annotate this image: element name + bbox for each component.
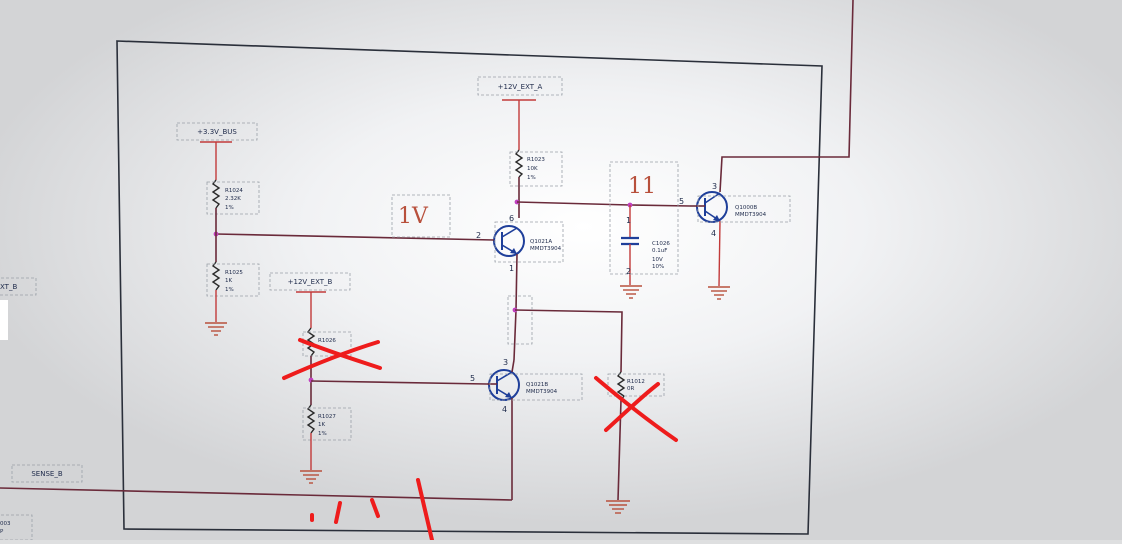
r1024-tol: 1% xyxy=(225,205,234,211)
sheet-frame xyxy=(116,40,823,535)
v12b-label-box xyxy=(269,272,351,291)
r1023-tol: 1% xyxy=(527,175,536,181)
q1021b-collector-leg xyxy=(496,371,513,382)
r1012-resistor xyxy=(616,371,626,401)
q1000b-emitter-wire xyxy=(718,220,721,287)
v33-label-box xyxy=(176,122,258,141)
q1021a-transistor xyxy=(493,225,525,257)
left-net-box xyxy=(0,277,37,296)
c1026-voltage: 10V xyxy=(652,257,663,263)
q1000b-pin-emitter: 4 xyxy=(711,229,716,238)
voltage-annotation-1v: 1V xyxy=(398,204,429,229)
v33-label: +3.3V_BUS xyxy=(197,128,237,136)
r1025-resistor xyxy=(211,261,221,291)
r1023-value: 10K xyxy=(527,166,538,172)
v12b-label: +12V_EXT_B xyxy=(288,278,333,286)
corner-net-2: P xyxy=(0,529,4,535)
q1000b-collector-leg xyxy=(704,192,721,204)
r1026-ref: R1026 xyxy=(318,338,336,344)
r1027-ref: R1027 xyxy=(318,414,336,420)
r1012-box xyxy=(607,373,665,397)
q1021a-arrow xyxy=(510,248,517,254)
q1021b-pin-collector: 3 xyxy=(503,358,508,367)
r1026-box xyxy=(302,331,352,357)
sense-wire xyxy=(0,487,513,501)
ground-symbol xyxy=(708,286,730,300)
q1000b-box xyxy=(697,195,791,223)
r1012-ref: R1012 xyxy=(627,379,645,385)
q1021b-part: MMDT3904 xyxy=(526,389,558,395)
q1021a-collector-leg xyxy=(501,227,518,238)
sense-label: SENSE_B xyxy=(31,470,62,478)
c1026-pin-1: 1 xyxy=(626,216,631,225)
q1021a-ref: Q1021A xyxy=(530,239,552,245)
c1026-ref: C1026 xyxy=(652,241,670,247)
r1024-box xyxy=(206,181,260,215)
q1021a-box xyxy=(494,221,564,263)
ground-symbol xyxy=(300,470,322,484)
r1025-tol: 1% xyxy=(225,287,234,293)
corner-net-1: 003 xyxy=(0,521,11,527)
r1024-resistor xyxy=(211,179,221,209)
r1012-feed-wire xyxy=(514,309,623,373)
q1021-link-box xyxy=(507,295,533,345)
ground-symbol xyxy=(606,500,630,514)
q1000b-part: MMDT3904 xyxy=(735,212,767,218)
left-net-label: XT_B xyxy=(0,283,17,291)
r1023-ref: R1023 xyxy=(527,157,545,163)
r1025-box xyxy=(206,263,260,297)
sense-label-box xyxy=(11,464,83,483)
red-x-mark-r1012 xyxy=(594,376,678,442)
r1026-resistor xyxy=(306,327,316,357)
q1000b-pin-base: 5 xyxy=(679,197,684,206)
q1021b-pin-emitter: 4 xyxy=(502,405,507,414)
r1027-value: 1K xyxy=(318,422,325,428)
r1024-value: 2.32K xyxy=(225,196,241,202)
q1021a-part: MMDT3904 xyxy=(530,246,562,252)
r1023-resistor xyxy=(514,149,524,178)
q1000b-pin-collector: 3 xyxy=(712,182,717,191)
q1021a-pin-collector: 6 xyxy=(509,214,514,223)
v12a-label-box xyxy=(477,76,563,96)
q1021b-box xyxy=(489,373,583,401)
q1000b-ref: Q1000B xyxy=(735,205,757,211)
v12a-label: +12V_EXT_A xyxy=(498,83,543,91)
q1021b-collector-wire xyxy=(511,359,515,373)
voltage-annotation-11: 11 xyxy=(628,174,656,199)
q1021b-pin-base: 5 xyxy=(470,374,475,383)
q1021b-ref: Q1021B xyxy=(526,382,548,388)
c1026-tol: 10% xyxy=(652,264,664,270)
q1000b-arrow xyxy=(713,215,720,221)
r1025-ref: R1025 xyxy=(225,270,243,276)
r1027-tol: 1% xyxy=(318,431,327,437)
q1021a-pin-emitter: 1 xyxy=(509,264,514,273)
q1021b-base-wire xyxy=(310,380,488,385)
ground-symbol xyxy=(620,285,642,299)
c1026-pin-2: 2 xyxy=(626,267,631,276)
q1021a-pin-base: 2 xyxy=(476,231,481,240)
r1025-value: 1K xyxy=(225,278,232,284)
r1027-resistor xyxy=(306,404,316,434)
q1021b-arrow xyxy=(505,392,512,398)
r1024-ref: R1024 xyxy=(225,188,243,194)
ground-symbol xyxy=(205,322,227,336)
corner-net-box xyxy=(0,514,33,541)
external-wire-right xyxy=(719,0,854,193)
r1023-box xyxy=(509,151,563,187)
left-edge-window xyxy=(0,300,8,340)
r1012-value: 0R xyxy=(627,386,634,392)
red-hand-strokes xyxy=(310,478,434,542)
red-x-mark-r1026 xyxy=(282,338,382,380)
q1021a-base-wire xyxy=(215,233,495,241)
c1026-value: 0.1uF xyxy=(652,248,667,254)
